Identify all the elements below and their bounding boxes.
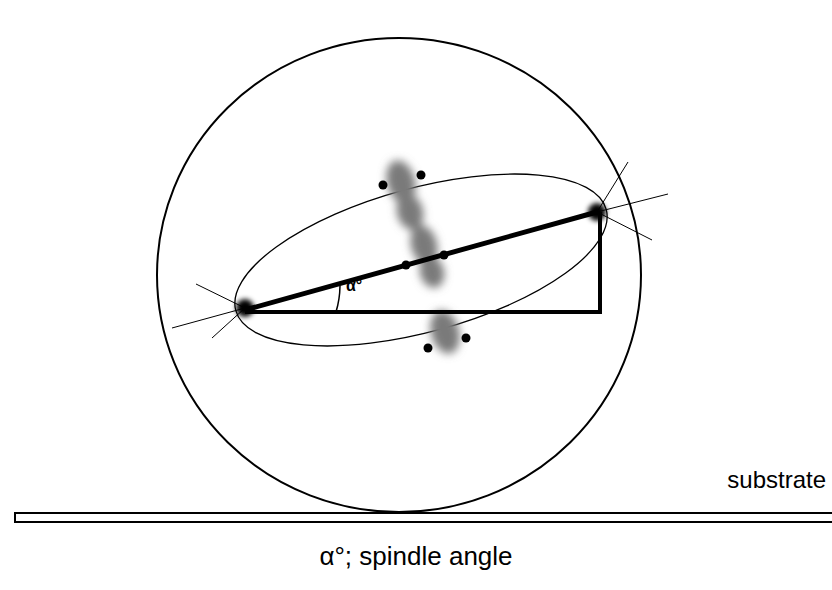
chromosomes [382,157,464,357]
cell-outline [157,38,641,512]
angle-label: α° [346,278,362,294]
aster-lines [172,162,668,338]
angle-triangle [245,212,600,312]
figure-caption: α°; spindle angle [319,543,512,569]
substrate-plate [15,513,832,522]
spindle-poles [236,203,606,317]
spindle-outline [217,140,625,380]
substrate-label: substrate [727,468,826,492]
